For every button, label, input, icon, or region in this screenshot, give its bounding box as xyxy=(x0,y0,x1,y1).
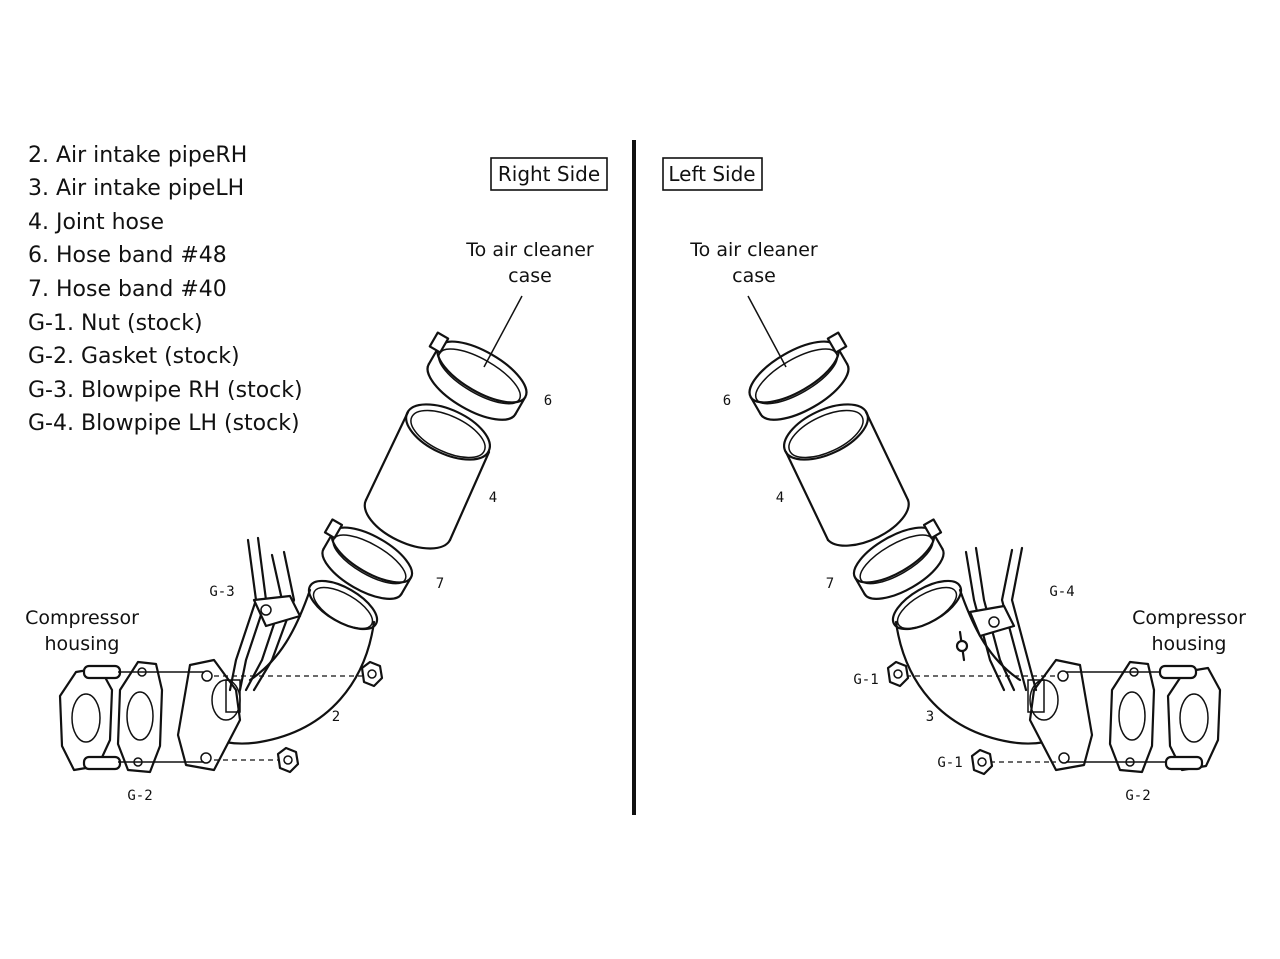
legend-item: G-1. Nut (stock) xyxy=(28,311,203,336)
left-side-title: Left Side xyxy=(668,162,755,186)
hose-band-40-label: 7 xyxy=(436,576,444,592)
legend-item: G-3. Blowpipe RH (stock) xyxy=(28,378,303,403)
right-side-panel: Right Side To air cleaner case 6 4 xyxy=(25,157,608,804)
parts-legend: 2. Air intake pipeRH 3. Air intake pipeL… xyxy=(28,143,303,436)
nut xyxy=(886,660,910,688)
nut-label: G-1 xyxy=(937,755,962,771)
leader-line xyxy=(483,295,523,368)
legend-item: 6. Hose band #48 xyxy=(28,243,227,268)
hose-band-40-label: 7 xyxy=(826,576,834,592)
compressor-housing-label: Compressor xyxy=(25,607,139,629)
compressor-housing-label: housing xyxy=(1152,633,1227,655)
right-side-title-box xyxy=(490,157,608,191)
left-side-panel: Left Side To air cleaner case 6 4 xyxy=(662,157,1246,804)
gasket-label: G-2 xyxy=(1125,788,1150,804)
leader-line xyxy=(747,295,787,368)
air-intake-pipe-rh xyxy=(176,579,379,772)
legend-item: 4. Joint hose xyxy=(28,210,164,235)
pipe-label: 3 xyxy=(926,709,934,725)
gasket-label: G-2 xyxy=(127,788,152,804)
air-cleaner-label: To air cleaner xyxy=(689,239,818,261)
joint-hose-label: 4 xyxy=(489,490,497,506)
legend-item: G-4. Blowpipe LH (stock) xyxy=(28,411,300,436)
hose-band-48 xyxy=(748,331,850,421)
left-side-title-box xyxy=(662,157,763,191)
right-side-title: Right Side xyxy=(498,162,600,186)
hose-band-48 xyxy=(426,331,528,421)
compressor-housing-label: Compressor xyxy=(1132,607,1246,629)
compressor-housing-flange xyxy=(1158,664,1222,772)
joint-hose xyxy=(363,403,491,550)
gasket xyxy=(1108,660,1156,774)
compressor-housing-flange xyxy=(58,664,122,772)
hose-band-40 xyxy=(852,518,945,600)
air-cleaner-label: case xyxy=(508,265,552,287)
air-intake-pipe-lh xyxy=(891,579,1094,772)
hose-band-48-label: 6 xyxy=(723,393,731,409)
air-cleaner-label: case xyxy=(732,265,776,287)
hose-band-40 xyxy=(321,518,414,600)
legend-item: G-2. Gasket (stock) xyxy=(28,344,240,369)
nut xyxy=(276,746,300,774)
air-cleaner-label: To air cleaner xyxy=(465,239,594,261)
legend-item: 7. Hose band #40 xyxy=(28,277,227,302)
joint-hose-label: 4 xyxy=(776,490,784,506)
pipe-label: 2 xyxy=(332,709,340,725)
blowpipe-rh xyxy=(225,536,302,713)
legend-item: 3. Air intake pipeLH xyxy=(28,176,244,201)
nut xyxy=(360,660,384,688)
blowpipe-lh xyxy=(955,546,1045,713)
hose-band-48-label: 6 xyxy=(544,393,552,409)
legend-item: 2. Air intake pipeRH xyxy=(28,143,247,168)
blowpipe-label: G-4 xyxy=(1049,584,1074,600)
nut-label: G-1 xyxy=(853,672,878,688)
gasket xyxy=(116,660,164,774)
nut xyxy=(970,748,994,776)
blowpipe-label: G-3 xyxy=(209,584,234,600)
joint-hose xyxy=(783,403,910,547)
compressor-housing-label: housing xyxy=(45,633,120,655)
